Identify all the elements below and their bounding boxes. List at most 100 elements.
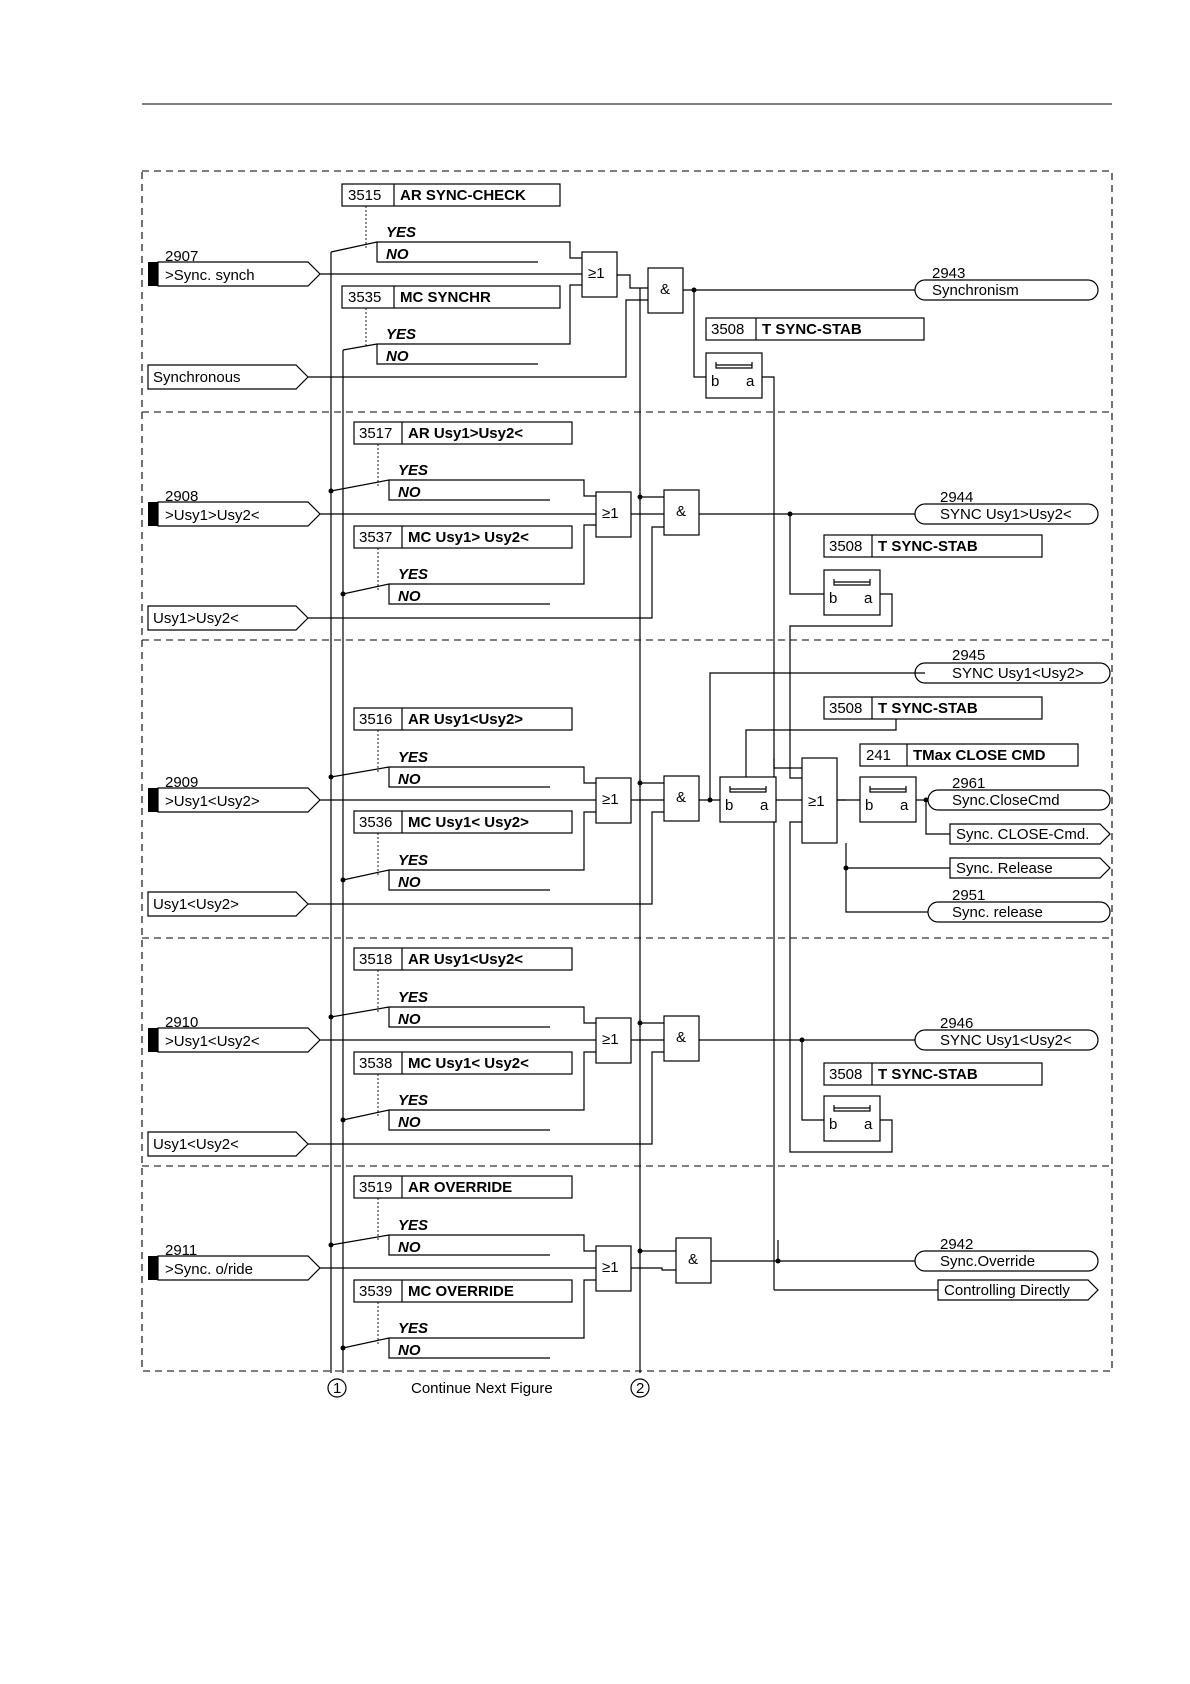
or-gate <box>595 491 632 538</box>
input-number: 2908 <box>165 488 198 505</box>
param-name: MC SYNCHR <box>400 289 491 306</box>
status-input-label: Usy1<Usy2< <box>153 1136 239 1153</box>
switch-no-label: NO <box>398 484 421 501</box>
output-number: 2942 <box>940 1236 973 1253</box>
switch-no-label: NO <box>398 1342 421 1359</box>
controlling-directly-signal <box>937 1279 1099 1301</box>
binary-input-marker <box>148 1028 158 1052</box>
connector-1 <box>327 1378 347 1398</box>
diagram-frame <box>141 170 1113 1372</box>
param-number: 3515 <box>348 187 381 204</box>
and-gate-label: & <box>660 281 670 298</box>
timer-a-label: a <box>864 590 873 607</box>
switch-yes-label: YES <box>398 989 428 1006</box>
tmax-timer-block <box>859 776 917 823</box>
and-gate-label: & <box>676 789 686 806</box>
section-usy1-lt-usy2-lt: 3518 AR Usy1<Usy2< YES NO 3538 MC Usy1< … <box>147 821 1099 1157</box>
param-box <box>353 1051 573 1075</box>
param-name: AR Usy1<Usy2< <box>408 951 523 968</box>
timer-a-label: a <box>760 797 769 814</box>
timer-param-box <box>823 696 1043 720</box>
status-input-label: Synchronous <box>153 369 241 386</box>
param-box <box>341 285 561 309</box>
timer-number: 3508 <box>829 1066 862 1083</box>
section-usy1-lt-usy2-gt: 2945 SYNC Usy1<Usy2> 3516 AR Usy1<Usy2> … <box>147 647 1111 923</box>
timer-block <box>823 569 881 616</box>
timer-name: T SYNC-STAB <box>878 700 978 717</box>
output-signal <box>914 1250 1099 1272</box>
or-gate <box>595 777 632 824</box>
input-number: 2907 <box>165 248 198 265</box>
switch-no-label: NO <box>398 1011 421 1028</box>
timer-block <box>719 776 777 823</box>
param-box <box>353 421 573 445</box>
param-number: 3518 <box>359 951 392 968</box>
and-gate <box>675 1237 712 1284</box>
input-arrow <box>157 1027 321 1053</box>
timer-number: 3508 <box>829 538 862 555</box>
timer-b-label: b <box>865 797 873 814</box>
switch-no-label: NO <box>398 1114 421 1131</box>
output-label: SYNC Usy1<Usy2> <box>952 665 1084 682</box>
or-gate <box>595 1245 632 1292</box>
tmax-number: 241 <box>866 747 891 764</box>
switch-yes-label: YES <box>398 462 428 479</box>
status-input-arrow <box>147 891 309 917</box>
switch-no-label: NO <box>386 348 409 365</box>
output-number: 2961 <box>952 775 985 792</box>
internal-signal-label: Sync. CLOSE-Cmd. <box>956 826 1089 843</box>
param-number: 3536 <box>359 814 392 831</box>
input-number: 2910 <box>165 1014 198 1031</box>
input-label: >Usy1<Usy2< <box>165 1033 260 1050</box>
and-gate <box>663 489 700 536</box>
output-signal <box>914 503 1099 525</box>
input-arrow <box>157 1255 321 1281</box>
switch-yes-label: YES <box>398 1217 428 1234</box>
param-box <box>341 183 561 207</box>
internal-signal-label: Controlling Directly <box>944 1282 1070 1299</box>
timer-b-label: b <box>829 1116 837 1133</box>
or-gate-label: ≥1 <box>602 1259 619 1276</box>
switch-no-label: NO <box>398 588 421 605</box>
param-name: AR Usy1>Usy2< <box>408 425 523 442</box>
param-number: 3517 <box>359 425 392 442</box>
switch-yes-label: YES <box>398 852 428 869</box>
section-sync-check: 3515 AR SYNC-CHECK YES NO 3535 MC SYNCHR… <box>147 183 1099 1290</box>
switch-no-label: NO <box>398 874 421 891</box>
switch-yes-label: YES <box>398 749 428 766</box>
or-gate-label: ≥1 <box>588 265 605 282</box>
close-cmd-internal-signal <box>949 823 1111 845</box>
connector-2-label: 2 <box>636 1380 644 1397</box>
section-usy1-gt-usy2-lt: 3517 AR Usy1>Usy2< YES NO 3537 MC Usy1> … <box>147 421 1099 779</box>
output-label: Sync.CloseCmd <box>952 792 1060 809</box>
switch-no-label: NO <box>398 771 421 788</box>
output-signal <box>914 662 1111 684</box>
input-arrow <box>157 787 321 813</box>
param-box <box>353 1279 573 1303</box>
and-gate-label: & <box>688 1251 698 1268</box>
timer-param-box <box>823 1062 1043 1086</box>
input-label: >Sync. o/ride <box>165 1261 253 1278</box>
switch-yes-label: YES <box>398 1092 428 1109</box>
param-name: MC Usy1< Usy2> <box>408 814 529 831</box>
timer-b-label: b <box>829 590 837 607</box>
status-input-label: Usy1>Usy2< <box>153 610 239 627</box>
param-box <box>353 810 573 834</box>
param-name: MC OVERRIDE <box>408 1283 514 1300</box>
timer-b-label: b <box>725 797 733 814</box>
status-input-arrow <box>147 1131 309 1157</box>
param-number: 3539 <box>359 1283 392 1300</box>
or-gate-label: ≥1 <box>808 793 825 810</box>
and-gate <box>663 775 700 822</box>
param-name: AR Usy1<Usy2> <box>408 711 523 728</box>
param-number: 3535 <box>348 289 381 306</box>
timer-a-label: a <box>746 373 755 390</box>
input-label: >Usy1<Usy2> <box>165 793 260 810</box>
switch-yes-label: YES <box>386 326 416 343</box>
output-label: Sync.Override <box>940 1253 1035 1270</box>
timer-param-box <box>705 317 925 341</box>
param-number: 3516 <box>359 711 392 728</box>
and-gate <box>663 1015 700 1062</box>
switch-no-label: NO <box>398 1239 421 1256</box>
switch-yes-label: YES <box>398 566 428 583</box>
